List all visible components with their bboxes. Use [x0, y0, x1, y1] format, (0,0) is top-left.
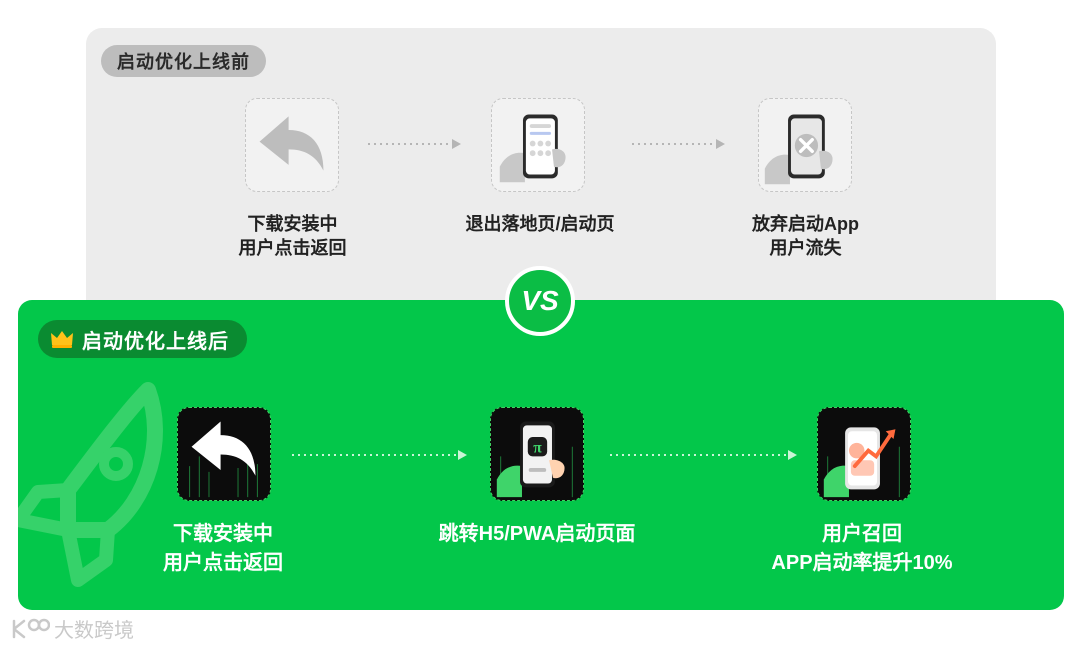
before-label: 启动优化上线前 — [101, 45, 266, 77]
before-arrow-2 — [632, 139, 725, 149]
crown-icon — [51, 331, 73, 348]
after-step-1-caption: 下载安装中 用户点击返回 — [143, 520, 303, 578]
before-step-2-caption: 退出落地页/启动页 — [450, 212, 630, 236]
rocket-icon — [18, 382, 163, 587]
after-step-1-line2: 用户点击返回 — [163, 552, 283, 574]
phone-error-icon — [758, 98, 852, 192]
after-label-pill: 启动优化上线后 — [38, 320, 247, 358]
after-step-3-line2: APP启动率提升10% — [771, 552, 953, 574]
back-arrow-icon — [245, 98, 339, 192]
after-step-3-caption: 用户召回 APP启动率提升10% — [742, 520, 982, 578]
after-step-2-line1: 跳转H5/PWA启动页面 — [438, 523, 636, 545]
phone-growth-icon — [817, 407, 911, 501]
before-step-1-line2: 用户点击返回 — [238, 238, 347, 258]
watermark-text: 大数跨境 — [54, 620, 134, 642]
phone-in-hand-icon: π — [490, 407, 584, 501]
after-arrow-2 — [610, 450, 797, 460]
before-step-1-caption: 下载安装中 用户点击返回 — [215, 212, 370, 260]
watermark: 大数跨境 — [10, 614, 134, 643]
before-step-1-line1: 下载安装中 — [247, 214, 338, 234]
back-arrow-icon — [177, 407, 271, 501]
before-step-2-line1: 退出落地页/启动页 — [465, 214, 615, 234]
phone-in-hand-icon — [491, 98, 585, 192]
after-label: 启动优化上线后 — [82, 330, 229, 353]
before-step-3-caption: 放弃启动App 用户流失 — [728, 212, 883, 260]
after-step-3-line1: 用户召回 — [822, 523, 902, 545]
before-arrow-1 — [368, 139, 461, 149]
before-step-3-line1: 放弃启动App — [752, 214, 859, 234]
vs-badge: VS — [505, 266, 575, 336]
after-step-1-line1: 下载安装中 — [173, 523, 273, 545]
after-arrow-1 — [292, 450, 467, 460]
before-step-3-line2: 用户流失 — [769, 238, 842, 258]
watermark-logo-icon — [12, 618, 50, 638]
svg-text:π: π — [533, 440, 542, 457]
after-step-2-caption: 跳转H5/PWA启动页面 — [412, 520, 662, 549]
